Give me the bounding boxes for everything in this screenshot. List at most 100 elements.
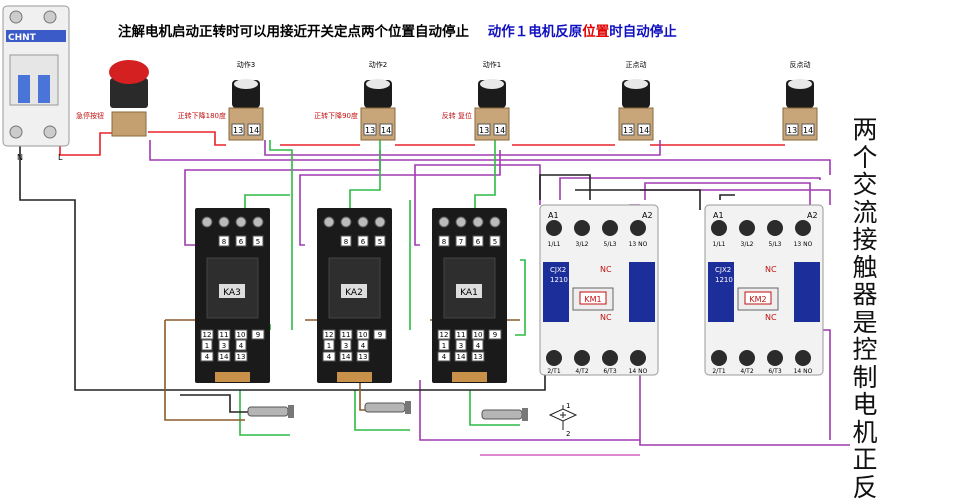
terminal-label: 7 <box>459 238 463 246</box>
terminal-box <box>637 123 651 136</box>
green-wire <box>244 194 290 210</box>
black-wire <box>180 394 248 413</box>
green-wire <box>354 390 410 431</box>
terminal-label: 6/T3 <box>603 368 617 375</box>
terminal-label: 12 <box>440 331 449 339</box>
terminal-label: 9 <box>378 331 382 339</box>
screw <box>711 350 727 366</box>
side-caption-char: 流 <box>852 197 878 227</box>
button-cap <box>480 79 504 89</box>
side-caption-char: 接 <box>852 225 878 254</box>
relay-name: KA1 <box>460 288 478 298</box>
button-top-label: 正点动 <box>626 60 647 69</box>
terminal-label: 6/T3 <box>768 368 782 375</box>
button-cap <box>624 79 648 89</box>
terminal-box <box>373 329 387 340</box>
purple-wire <box>299 150 501 246</box>
terminal-label: 14 <box>803 126 813 135</box>
purple-wire <box>640 189 831 205</box>
screw <box>201 216 213 228</box>
green-wire <box>349 140 381 210</box>
contactor-model: CJX2 <box>550 266 566 274</box>
terminal-label: 3 <box>344 342 348 350</box>
side-caption-char: 是 <box>852 307 878 337</box>
screw <box>795 220 811 236</box>
terminal-label: 3 <box>459 342 463 350</box>
coil-label-a1: A1 <box>548 211 559 220</box>
sensor-symbol-l1: 1 <box>566 402 570 410</box>
relay-name: KA3 <box>223 288 241 298</box>
terminal-box <box>489 235 501 247</box>
terminal-label: 4 <box>476 342 481 350</box>
terminal-box <box>455 339 467 351</box>
screw <box>546 350 562 366</box>
terminal-box <box>357 235 369 247</box>
screw <box>630 350 646 366</box>
terminal-label: 1 <box>205 342 209 350</box>
terminal-box <box>234 351 248 362</box>
terminal-box <box>201 339 213 351</box>
terminal-label: 13 <box>623 126 633 135</box>
terminal-box <box>454 351 468 362</box>
contactor-model: 1210 <box>550 276 568 284</box>
screw <box>455 216 467 228</box>
terminal-box <box>488 329 502 340</box>
terminal-label: 10 <box>359 331 368 339</box>
terminal-label: 1/L1 <box>548 241 561 248</box>
terminal-box <box>231 123 245 136</box>
terminal-label: 14 <box>495 126 505 135</box>
terminal-box <box>247 123 261 136</box>
sensor-symbol-l2: 2 <box>566 430 570 438</box>
terminal-box <box>454 329 468 340</box>
screw <box>630 220 646 236</box>
coil-label-a1: A1 <box>713 211 724 220</box>
terminal-label: 14 <box>220 353 229 361</box>
screw <box>374 216 386 228</box>
title-part2a: 动作１电机反原 <box>487 24 583 40</box>
relay-foot <box>452 372 487 382</box>
terminal-label: 10 <box>237 331 246 339</box>
proximity-sensor <box>481 408 528 421</box>
green-wire <box>239 390 290 436</box>
button-cap <box>234 79 258 89</box>
terminal-label: 13 NO <box>629 241 648 248</box>
terminal-box <box>200 329 214 340</box>
purple-wire <box>264 140 661 156</box>
terminal-box <box>235 339 247 351</box>
terminal-label: 11 <box>220 331 229 339</box>
screw <box>574 220 590 236</box>
terminal-label: 4 <box>442 353 447 361</box>
green-wire <box>469 390 520 426</box>
screw <box>574 350 590 366</box>
terminal-box <box>339 329 353 340</box>
terminal-label: 13 <box>479 126 489 135</box>
terminal-box <box>477 123 491 136</box>
terminal-box <box>235 235 247 247</box>
side-caption-char: 两 <box>852 115 878 144</box>
terminal-label: 11 <box>342 331 351 339</box>
emergency-stop-button[interactable]: 急停按钮 <box>76 60 149 137</box>
contactor-model: CJX2 <box>715 266 731 274</box>
terminal-label: 4/T2 <box>575 368 589 375</box>
terminal-label: 1 <box>442 342 446 350</box>
screw <box>252 216 264 228</box>
terminal-box <box>339 351 353 362</box>
contactor-side-module <box>543 262 569 322</box>
breaker-label-n: N <box>17 153 23 162</box>
circuit-breaker: CHNT N L <box>2 5 70 162</box>
side-caption-char: 器 <box>852 280 878 309</box>
side-caption-char: 正 <box>852 445 878 474</box>
terminal-label: 14 <box>381 126 391 135</box>
terminal-label: 5 <box>256 238 260 246</box>
terminal-label: 3/L2 <box>576 241 589 248</box>
contactor-name-box <box>744 291 772 305</box>
terminal-box <box>363 123 377 136</box>
